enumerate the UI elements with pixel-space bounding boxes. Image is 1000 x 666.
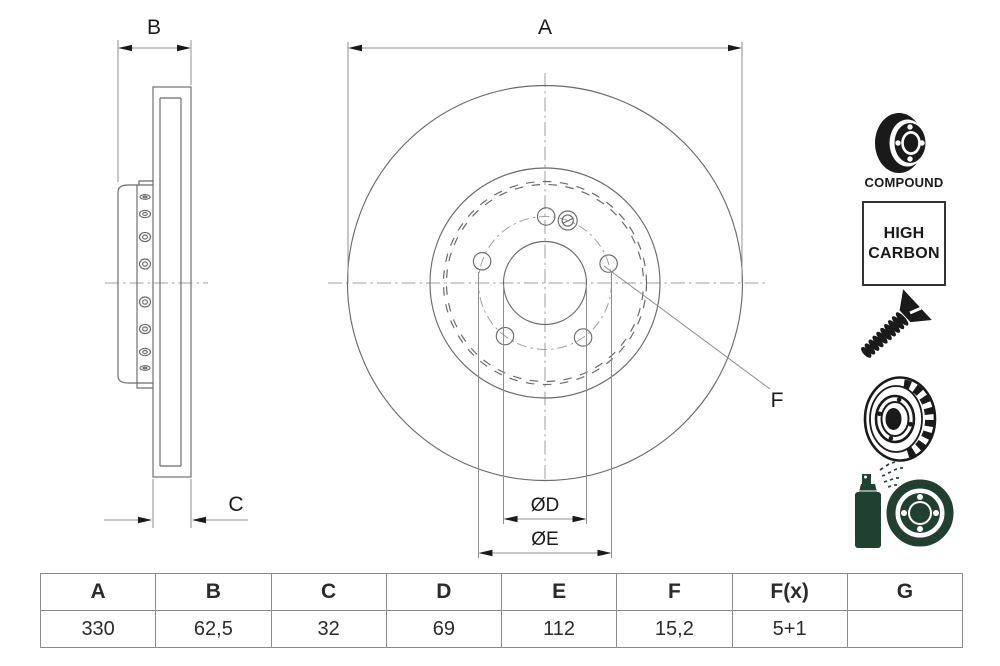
table-value-cell: 330 [39,610,157,648]
table-value-cell: 112 [500,610,618,648]
table-value-cell: 32 [270,610,387,648]
table-header-cell: F [616,573,733,611]
table-header-cell: E [500,573,618,611]
high-carbon-line2: CARBON [868,244,940,262]
locating-screw-hole [557,210,578,231]
high-carbon-line1: HIGH [883,224,925,242]
center-bore-circle [502,240,588,326]
technical-drawing-canvas [104,40,771,558]
table-value-cell: 5+1 [731,610,848,648]
table-value-row: 330 62,5 32 69 112 15,2 5+1 [39,610,964,648]
table-value-cell: 69 [385,610,503,648]
table-header-cell: G [846,573,964,611]
vented-disc-icon [862,376,940,462]
friction-ring-section [152,86,192,478]
bolt-holes [472,207,618,347]
dimension-table: A B C D E F F(x) G 330 62,5 32 69 112 15… [39,573,964,648]
table-header-cell: B [155,573,272,611]
dim-label-e: ØE [531,529,559,550]
spray-coating-icon [848,458,956,554]
table-header-cell: C [270,573,387,611]
f-leader-line [603,265,771,390]
spray-particles [879,460,903,488]
dim-label-c: C [228,493,244,516]
hat-outer-circle [429,167,661,399]
table-value-cell: 62,5 [155,610,272,648]
table-value-cell: 15,2 [616,610,733,648]
high-carbon-badge: HIGH CARBON [862,201,946,286]
table-value-cell [846,610,964,648]
dim-label-a: A [537,16,553,39]
hat-holes [138,194,152,371]
compound-disc-icon [858,112,950,174]
side-view-cross-section [117,86,192,478]
table-header-cell: D [385,573,503,611]
compound-label: COMPOUND [864,175,944,190]
dim-label-d: ØD [530,495,560,516]
table-header-cell: A [39,573,157,611]
dim-label-b: B [146,16,162,39]
table-header-cell: F(x) [731,573,848,611]
dim-label-f: F [770,389,784,412]
table-header-row: A B C D E F F(x) G [39,573,964,611]
serrated-circle [442,180,648,386]
dimension-lines [104,40,771,558]
centerlines [105,73,766,483]
hat-section [117,184,153,384]
countersunk-screw-icon [856,288,951,376]
